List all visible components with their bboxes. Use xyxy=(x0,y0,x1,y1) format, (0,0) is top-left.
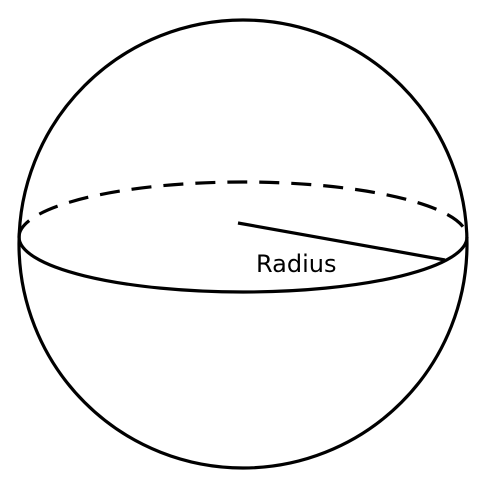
sphere-outline xyxy=(17,18,469,470)
radius-label: Radius xyxy=(256,250,336,278)
radius-line xyxy=(237,221,446,262)
equator-back-dashed xyxy=(17,180,469,238)
equator-front xyxy=(17,236,469,294)
